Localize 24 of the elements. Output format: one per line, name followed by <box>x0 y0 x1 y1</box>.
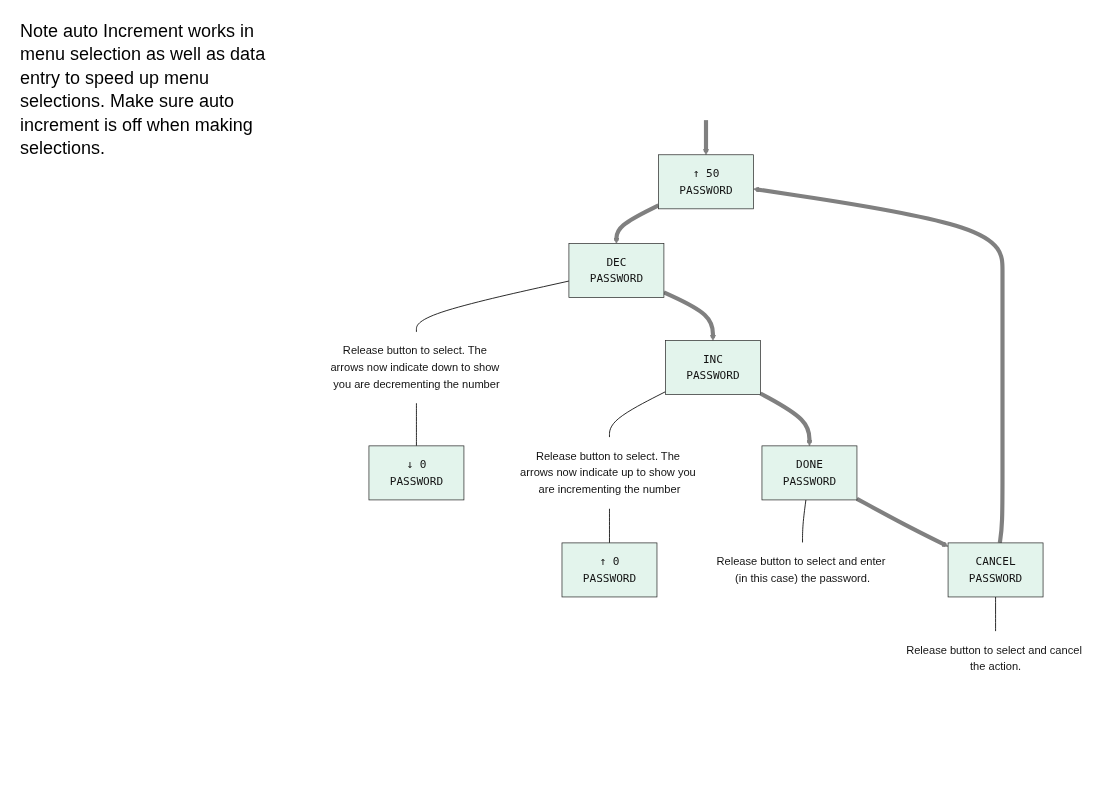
node-box: ↑ 50 PASSWORD <box>658 154 754 210</box>
arrow <box>613 203 660 244</box>
arrow <box>663 290 716 341</box>
arrow <box>855 497 949 548</box>
node-text: Release button to select and enter (in this case) the password. <box>716 555 886 584</box>
note-text: Note auto Increment works in menu selection as well as data entry to speed up menu selections. Make sure auto increment is off when making selections. <box>20 20 267 160</box>
node-box: INC PASSWORD <box>665 340 761 395</box>
node-box: CANCEL PASSWORD <box>947 542 1044 598</box>
node-box: DEC PASSWORD <box>568 243 665 298</box>
node-box: DONE PASSWORD <box>761 445 858 501</box>
connector <box>416 402 417 447</box>
connector <box>609 391 666 438</box>
arrow <box>759 391 813 447</box>
arrow <box>753 186 1005 544</box>
node-box: ↓ 0 PASSWORD <box>368 445 465 501</box>
connector <box>802 499 807 544</box>
node-text: Release button to select. The arrows now indicate down to show you are decrementing the number <box>330 344 500 390</box>
arrow <box>702 120 710 156</box>
node-box: ↑ 0 PASSWORD <box>561 542 658 598</box>
node-text: Release button to select. The arrows now indicate up to show you are incrementing the number <box>520 450 696 496</box>
node-text: Release button to select and cancel the action. <box>906 644 1082 673</box>
connector <box>609 507 610 544</box>
connector <box>416 280 570 333</box>
connector <box>995 596 996 633</box>
